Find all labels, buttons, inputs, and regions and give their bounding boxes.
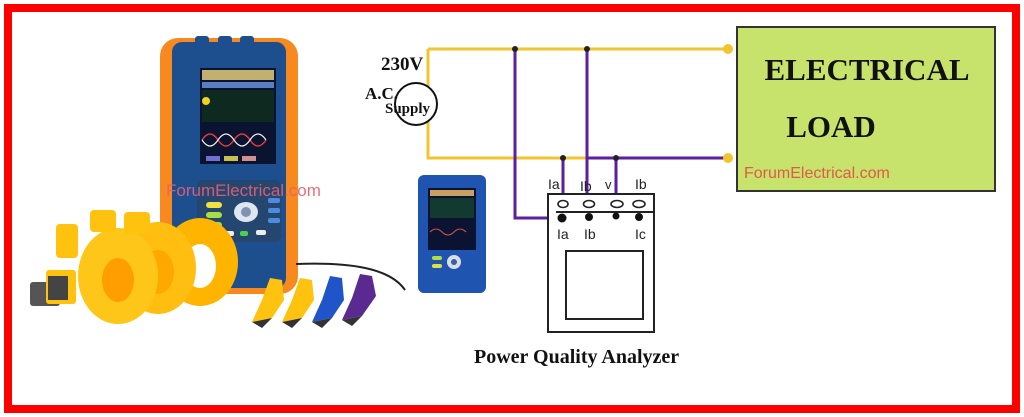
terminal-top-ib: Ib — [580, 178, 592, 194]
analyzer-display — [565, 250, 644, 320]
terminal-top-ib2: Ib — [635, 176, 647, 192]
terminal-bottom-ic: Ic — [635, 226, 646, 242]
watermark-load: ForumElectrical.com — [744, 165, 890, 182]
load-title-line2: LOAD — [786, 109, 876, 144]
electrical-load-box — [736, 26, 996, 192]
supply-label: Supply — [385, 101, 431, 117]
live-wire-bottom — [426, 49, 587, 160]
supply-voltage-label: 230V — [381, 54, 424, 75]
current-clamps-image — [30, 210, 238, 324]
watermark-device: ForumElectrical.com — [166, 181, 321, 200]
terminal-bottom-ia: Ia — [557, 226, 569, 242]
terminal-bottom-ib: Ib — [584, 226, 596, 242]
ac-source-symbol — [394, 82, 438, 126]
test-leads-image — [252, 262, 406, 328]
small-device-image — [418, 175, 486, 293]
ia-lead — [513, 49, 562, 220]
terminal-top-ia: Ia — [548, 176, 560, 192]
terminal-top-v: V — [605, 177, 612, 192]
supply-type-label: A.C. — [365, 84, 399, 103]
analyzer-caption: Power Quality Analyzer — [474, 346, 680, 368]
load-title-line1: ELECTRICAL — [764, 52, 970, 87]
